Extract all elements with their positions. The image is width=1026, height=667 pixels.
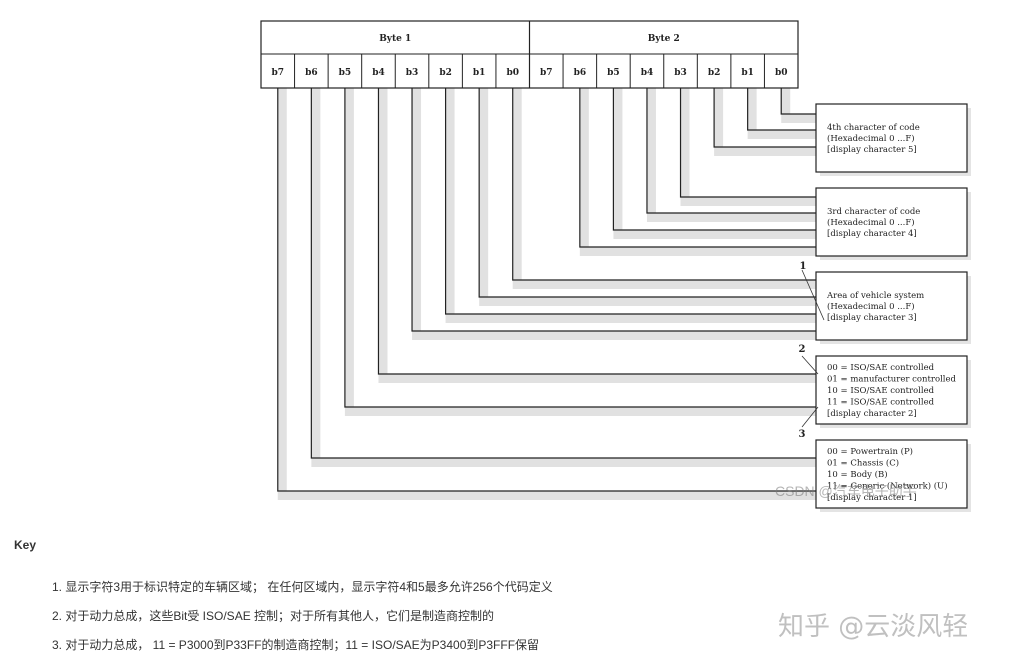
wire-shadow <box>579 88 816 256</box>
wire <box>444 88 816 315</box>
wire-shadow <box>311 88 816 467</box>
byte-header-2: Byte 2 <box>648 34 680 44</box>
box-4-line-2: 01 = manufacturer controlled <box>827 375 957 385</box>
wire <box>310 88 816 459</box>
wire-shadow <box>680 88 816 206</box>
description-box-4 <box>815 355 968 425</box>
wire <box>478 88 816 298</box>
wire <box>411 88 816 332</box>
wire <box>713 88 816 148</box>
byte-header-1: Byte 1 <box>379 34 411 44</box>
key-item-2: 2. 对于动力总成，这些Bit受 ISO/SAE 控制；对于所有其他人，它们是制… <box>52 609 495 623</box>
wire-shadow <box>445 88 816 323</box>
bit-label-byte1-b2: b2 <box>439 68 452 78</box>
description-boxes: 4th character of code(Hexadecimal 0 ...F… <box>815 103 968 509</box>
wire-shadow <box>613 88 816 239</box>
byte-header-table: Byte 1 Byte 2 b7 b6 b5 b4 b3 b2 b1 b0 b7 b6 b5 b4 b3 b2… <box>260 20 799 89</box>
wire <box>747 88 816 131</box>
callout-number-3: 3 <box>799 429 806 440</box>
description-box-3 <box>815 271 968 341</box>
wire <box>612 88 816 231</box>
bit-label-byte2-b3: b3 <box>674 68 687 78</box>
box-2-line-3: [display character 4] <box>827 229 917 239</box>
bit-label-byte2-b0: b0 <box>775 68 788 78</box>
callout-leader-2 <box>801 355 819 375</box>
box-3-line-1: Area of vehicle system <box>826 291 924 301</box>
key-item-1: 1. 显示字符3用于标识特定的车辆区域； 在任何区域内，显示字符4和5最多允许2… <box>52 580 553 594</box>
wire <box>579 88 816 248</box>
bit-label-byte1-b6: b6 <box>305 68 318 78</box>
bit-label-byte2-b1: b1 <box>741 68 754 78</box>
box-5-line-1: 00 = Powertrain (P) <box>827 446 913 457</box>
description-box-5 <box>815 439 968 509</box>
box-1-line-3: [display character 5] <box>827 145 917 155</box>
box-3-line-2: (Hexadecimal 0 ...F) <box>827 301 915 312</box>
box-5-line-2: 01 = Chassis (C) <box>827 458 899 469</box>
wire-shadow <box>714 88 816 156</box>
wire <box>344 88 816 408</box>
box-2-line-1: 3rd character of code <box>827 207 920 217</box>
bit-label-byte2-b7: b7 <box>540 68 553 78</box>
box-5-line-3: 10 = Body (B) <box>827 469 888 480</box>
box-4-line-3: 10 = ISO/SAE controlled <box>827 386 935 396</box>
wire <box>780 88 816 115</box>
wire-layer <box>277 88 816 492</box>
callout-number-2: 2 <box>799 344 806 355</box>
bit-structure-diagram: Byte 1 Byte 2 b7 b6 b5 b4 b3 b2 b1 b0 b7 b6 b5 b4 b3 b2… <box>260 20 971 512</box>
bit-label-byte1-b4: b4 <box>372 68 385 78</box>
box-3-line-3: [display character 3] <box>827 313 917 323</box>
zhihu-watermark: 知乎 @云淡风轻 <box>778 612 969 642</box>
bit-label-byte1-b1: b1 <box>473 68 486 78</box>
key-item-3: 3. 对于动力总成， 11 = P3000到P33FF的制造商控制；11 = I… <box>52 638 540 652</box>
wire-shadow <box>512 88 816 289</box>
box-4-line-4: 11 = ISO/SAE controlled <box>827 397 935 407</box>
callout-number-1: 1 <box>800 261 807 272</box>
wire <box>512 88 816 281</box>
wire-shadow <box>479 88 816 306</box>
box-5-line-5: [display character 1] <box>827 493 917 503</box>
callout-leader-1 <box>801 269 825 321</box>
wire-shadow <box>277 88 816 500</box>
wire-shadow <box>781 88 816 123</box>
description-box-2 <box>815 187 968 257</box>
box-1-line-2: (Hexadecimal 0 ...F) <box>827 133 915 144</box>
wire-shadow <box>747 88 816 139</box>
bit-label-byte2-b5: b5 <box>607 68 620 78</box>
wire <box>277 88 816 492</box>
bit-label-byte1-b0: b0 <box>506 68 519 78</box>
wire <box>679 88 816 198</box>
key-title: Key <box>14 538 37 552</box>
bit-label-byte2-b2: b2 <box>708 68 721 78</box>
callout-layer: 1 2 3 <box>799 261 825 440</box>
bit-label-byte2-b6: b6 <box>574 68 587 78</box>
box-4-line-1: 00 = ISO/SAE controlled <box>827 363 935 373</box>
diagram-watermark: CSDN @汽车电子助手 <box>775 483 917 499</box>
bit-label-byte1-b5: b5 <box>339 68 352 78</box>
wire-shadow <box>378 88 816 383</box>
bit-label-byte1-b7: b7 <box>272 68 285 78</box>
wire-shadow <box>646 88 816 222</box>
bit-label-byte2-b4: b4 <box>641 68 654 78</box>
description-box-1 <box>815 103 968 173</box>
bit-label-byte1-b3: b3 <box>406 68 419 78</box>
box-1-line-1: 4th character of code <box>827 123 920 133</box>
box-5-line-4: 11 = Generic (Network) (U) <box>827 480 948 491</box>
callout-leader-3 <box>801 406 819 428</box>
box-4-line-5: [display character 2] <box>827 409 917 419</box>
wire <box>377 88 816 375</box>
wire <box>646 88 816 214</box>
wire-shadow <box>412 88 816 340</box>
box-2-line-2: (Hexadecimal 0 ...F) <box>827 217 915 228</box>
wire-shadow <box>344 88 816 416</box>
